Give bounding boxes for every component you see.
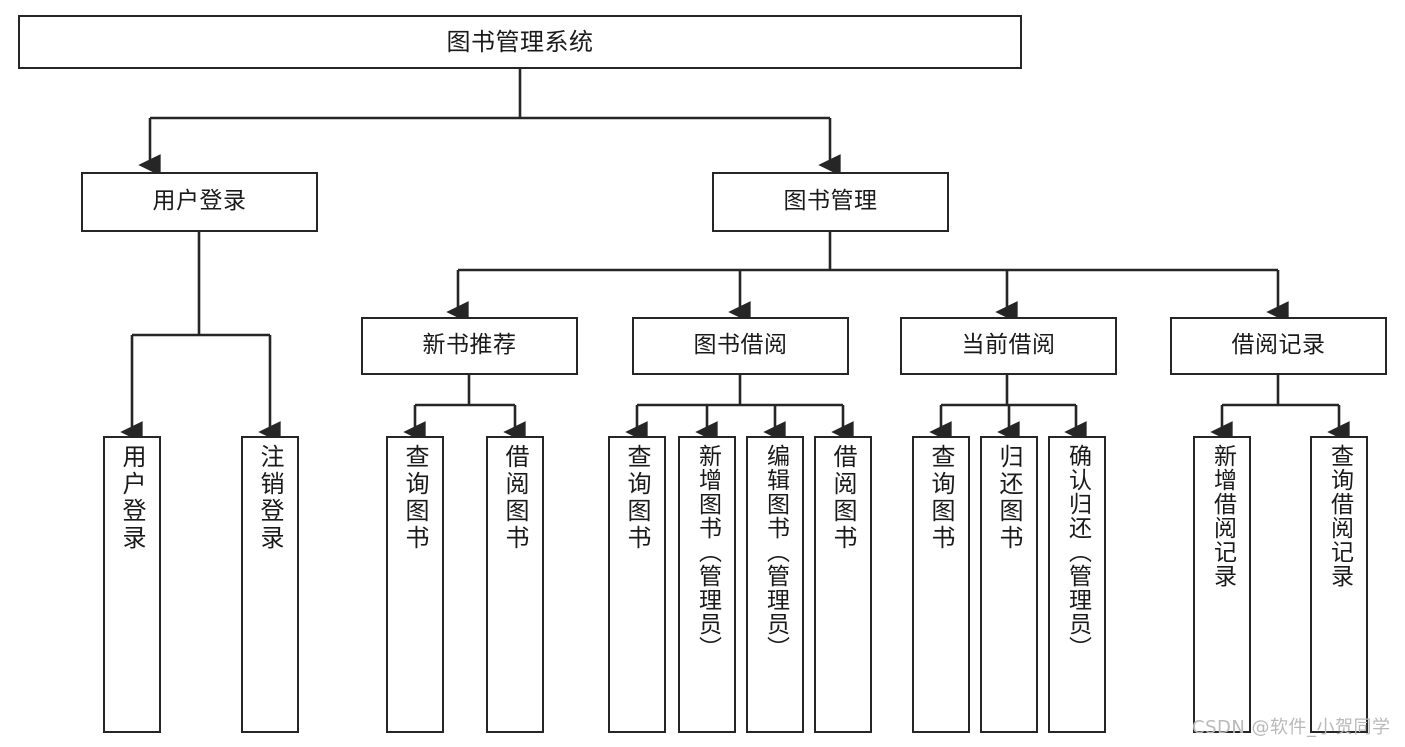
node-label: 图书借阅 (693, 332, 788, 359)
leaf-current-return-book[interactable]: 归还图书 (980, 436, 1038, 733)
node-label: 图书管理系统 (446, 27, 594, 56)
node-label: 查询借阅记录 (1326, 444, 1353, 588)
node-label: 借阅图书 (829, 444, 857, 552)
node-label: 注销登录 (256, 444, 284, 552)
node-label: 用户登录 (152, 188, 247, 215)
node-label: 归还图书 (995, 444, 1023, 552)
node-label: 新增借阅记录 (1209, 444, 1236, 588)
leaf-user-login-logout[interactable]: 注销登录 (241, 436, 299, 733)
node-label: 查询图书 (623, 444, 651, 552)
leaf-borrow-add-book-admin[interactable]: 新增图书（管理员） (678, 436, 736, 733)
node-label: 当前借阅 (961, 332, 1056, 359)
leaf-current-query-book[interactable]: 查询图书 (912, 436, 970, 733)
node-borrow-record[interactable]: 借阅记录 (1170, 317, 1387, 375)
leaf-new-book-borrow-book[interactable]: 借阅图书 (486, 436, 544, 733)
csdn-watermark: CSDN @软件_小贺同学 (1192, 717, 1391, 738)
node-new-book-recommend[interactable]: 新书推荐 (361, 317, 578, 375)
node-root-book-management-system[interactable]: 图书管理系统 (18, 15, 1022, 69)
leaf-user-login-login[interactable]: 用户登录 (103, 436, 161, 733)
node-book-borrow[interactable]: 图书借阅 (632, 317, 849, 375)
leaf-current-confirm-return-admin[interactable]: 确认归还（管理员） (1048, 436, 1106, 733)
leaf-new-book-query-book[interactable]: 查询图书 (386, 436, 444, 733)
node-label: 查询图书 (927, 444, 955, 552)
node-label: 确认归还（管理员） (1064, 444, 1091, 660)
node-label: 查询图书 (401, 444, 429, 552)
leaf-borrow-borrow-book[interactable]: 借阅图书 (814, 436, 872, 733)
node-label: 用户登录 (118, 444, 146, 552)
node-label: 借阅图书 (501, 444, 529, 552)
node-label: 新增图书（管理员） (694, 444, 721, 660)
node-current-borrow[interactable]: 当前借阅 (900, 317, 1117, 375)
node-label: 借阅记录 (1231, 332, 1326, 359)
node-user-login[interactable]: 用户登录 (81, 172, 318, 232)
leaf-record-query-borrow-record[interactable]: 查询借阅记录 (1310, 436, 1368, 733)
node-label: 图书管理 (783, 188, 878, 215)
leaf-record-add-borrow-record[interactable]: 新增借阅记录 (1193, 436, 1251, 733)
node-book-management[interactable]: 图书管理 (712, 172, 949, 232)
leaf-borrow-query-book[interactable]: 查询图书 (608, 436, 666, 733)
node-label: 新书推荐 (422, 332, 517, 359)
leaf-borrow-edit-book-admin[interactable]: 编辑图书（管理员） (746, 436, 804, 733)
node-label: 编辑图书（管理员） (762, 444, 789, 660)
